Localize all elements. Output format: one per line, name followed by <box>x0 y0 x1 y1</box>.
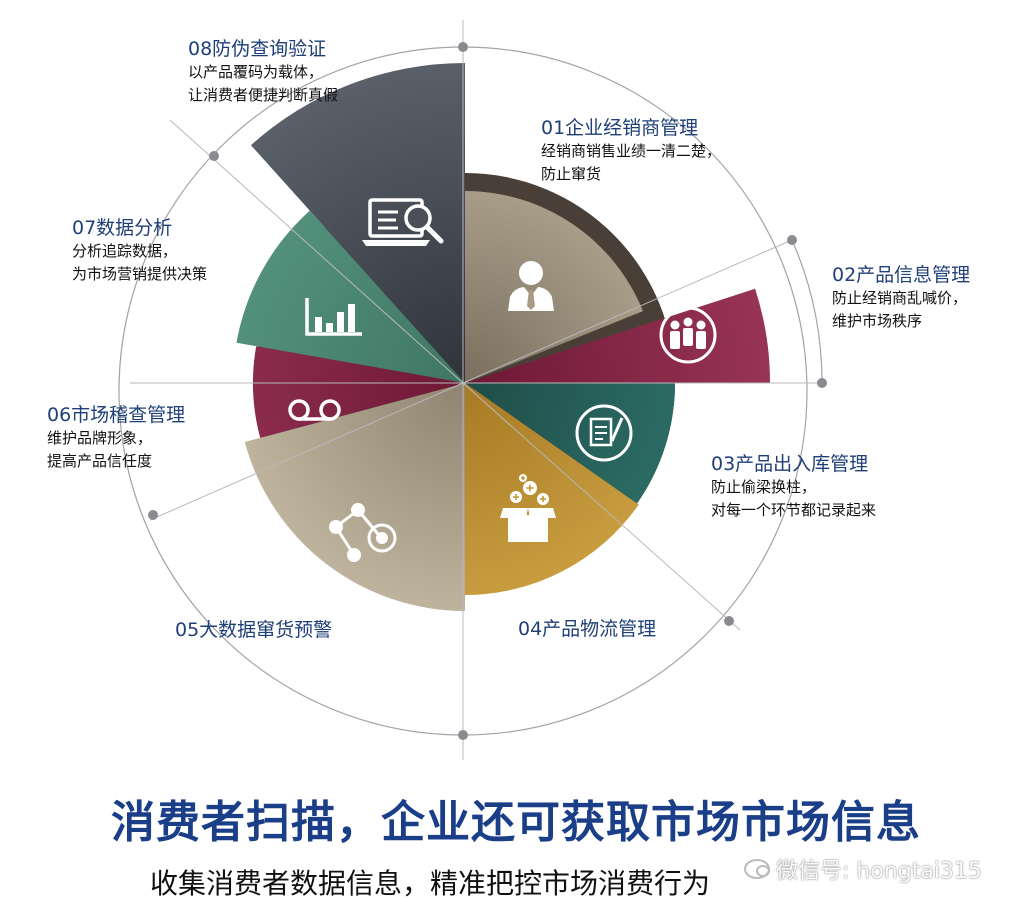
label-07-desc-2: 为市场营销提供决策 <box>72 265 208 283</box>
label-08-desc-2: 让消费者便捷判断真假 <box>188 86 339 104</box>
guide-line <box>462 382 741 631</box>
label-05: 05大数据窜货预警 <box>175 618 332 642</box>
guide-line <box>169 119 464 384</box>
search-monitor-icon <box>362 198 444 246</box>
watermark: 微信号: hongtai315 <box>744 853 982 885</box>
label-04: 04产品物流管理 <box>518 617 656 641</box>
main-title: 消费者扫描，企业还可获取市场市场信息 <box>111 797 921 848</box>
label-07-desc-1: 分析追踪数据， <box>72 242 178 260</box>
segment-08 <box>250 63 465 383</box>
bar-chart-icon <box>305 298 362 336</box>
label-06-title: 06市场稽查管理 <box>47 404 186 426</box>
package-icon <box>500 474 556 542</box>
label-07: 07数据分析 分析追踪数据， 为市场营销提供决策 <box>72 216 207 286</box>
label-02-desc-1: 防止经销商乱喊价， <box>832 289 968 307</box>
guide-dot <box>724 616 734 626</box>
label-03-desc-2: 对每一个环节都记录起来 <box>711 501 877 519</box>
label-02: 02产品信息管理 防止经销商乱喊价， 维护市场秩序 <box>832 263 970 333</box>
label-08-desc-1: 以产品覆码为载体， <box>188 63 324 81</box>
label-03-desc-1: 防止偷梁换柱， <box>711 478 817 496</box>
label-01: 01企业经销商管理 经销商销售业绩一清二楚， 防止窜货 <box>541 116 721 186</box>
label-03-title: 03产品出入库管理 <box>711 453 869 475</box>
label-01-desc-1: 经销商销售业绩一清二楚， <box>541 142 722 160</box>
label-02-title: 02产品信息管理 <box>832 264 971 286</box>
checklist-icon <box>575 404 633 462</box>
watermark-text: 微信号: hongtai315 <box>776 859 982 884</box>
guide-dot <box>458 42 468 52</box>
label-06: 06市场稽查管理 维护品牌形象， 提高产品信任度 <box>47 403 185 473</box>
segment-07 <box>236 210 465 383</box>
guide-arc-02 <box>791 239 823 384</box>
sub-title: 收集消费者数据信息，精准把控市场消费行为 <box>150 867 711 900</box>
team-icon <box>659 306 717 364</box>
segment-02 <box>465 288 771 383</box>
segment-05 <box>244 383 465 611</box>
label-06-desc-2: 提高产品信任度 <box>47 452 153 470</box>
businessman-icon <box>508 261 554 311</box>
guide-dot <box>817 378 827 388</box>
label-08-title: 08防伪查询验证 <box>188 38 327 60</box>
label-08: 08防伪查询验证 以产品覆码为载体， 让消费者便捷判断真假 <box>188 37 338 107</box>
label-07-title: 07数据分析 <box>72 217 173 239</box>
segment-01 <box>465 191 643 383</box>
label-03: 03产品出入库管理 防止偷梁换柱， 对每一个环节都记录起来 <box>711 452 876 522</box>
label-04-title: 04产品物流管理 <box>518 618 657 640</box>
guide-dot <box>458 730 468 740</box>
label-01-desc-2: 防止窜货 <box>541 165 602 183</box>
guide-dot <box>209 151 219 161</box>
guide-line <box>149 382 464 521</box>
wechat-icon <box>744 859 770 879</box>
label-02-desc-2: 维护市场秩序 <box>832 312 923 330</box>
label-05-title: 05大数据窜货预警 <box>175 619 333 641</box>
tape-icon <box>288 399 341 421</box>
label-01-title: 01企业经销商管理 <box>541 117 699 139</box>
guide-dot <box>787 235 797 245</box>
guide-dot <box>148 510 158 520</box>
label-06-desc-1: 维护品牌形象， <box>47 429 153 447</box>
guide-arc-left <box>118 46 464 736</box>
network-icon <box>329 503 397 562</box>
guide-line <box>462 239 793 384</box>
guide-arc-right <box>462 46 808 736</box>
